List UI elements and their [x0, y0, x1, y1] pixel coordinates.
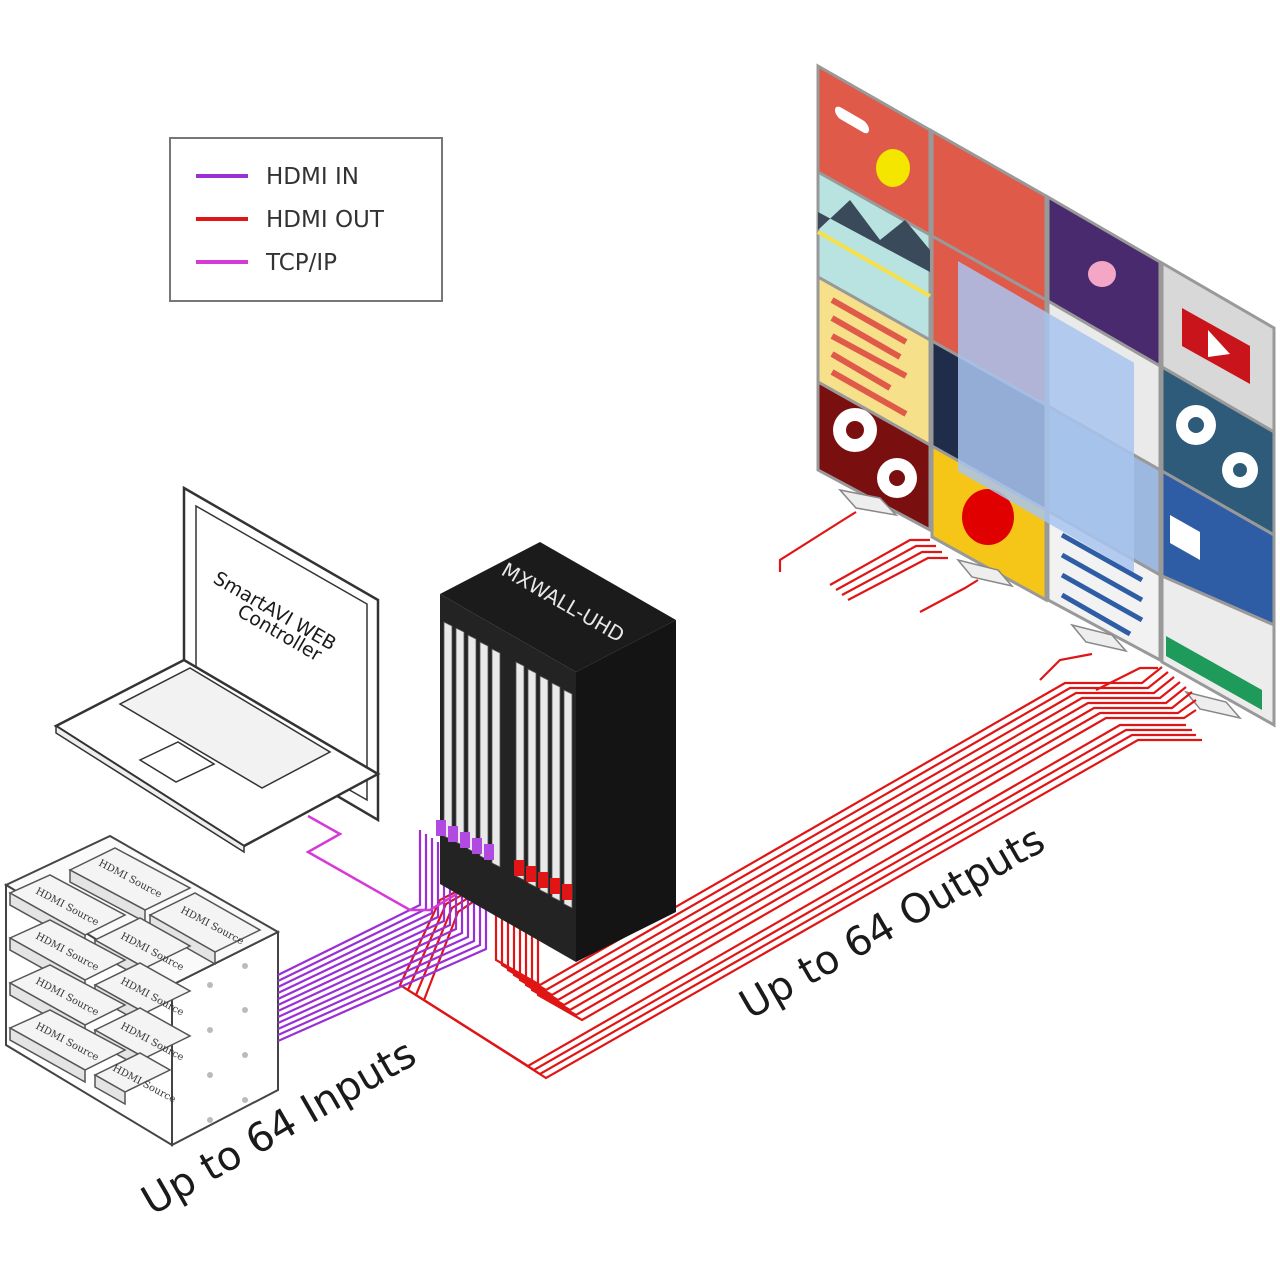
- monitor-stand-3: [1069, 623, 1129, 653]
- youtube-icon: [1182, 308, 1250, 384]
- hdmi-out-cables: [398, 511, 1202, 1080]
- mxwall-uhd-device: MXWALL-UHD: [436, 542, 676, 962]
- wall-image-record-dot: [962, 489, 1014, 545]
- wall-image-sun: [876, 149, 910, 187]
- hdmi-source-box: HDMI Source: [8, 1009, 127, 1084]
- wall-image-glow: [1088, 261, 1116, 287]
- device-side: [576, 620, 676, 962]
- monitor-stand-1: [837, 488, 899, 517]
- laptop: SmartAVI WEB Controller: [53, 485, 381, 854]
- legend-label-hdmi-in: HDMI IN: [266, 164, 359, 190]
- monitor-stand-4: [1183, 690, 1243, 720]
- laptop-keyboard: [118, 667, 332, 789]
- wall-image-web-page: [1166, 515, 1262, 710]
- legend-label-hdmi-out: HDMI OUT: [266, 207, 385, 233]
- wall-image-stripe: [817, 230, 931, 298]
- laptop-touchpad: [138, 741, 216, 783]
- hdmi-source-rack: HDMI Source HDMI Source HDMI Source HDMI…: [3, 834, 281, 1147]
- device-io-cards: [443, 621, 573, 909]
- gear-icon: [833, 408, 917, 498]
- video-wall: [816, 63, 1276, 728]
- legend-label-tcp-ip: TCP/IP: [265, 250, 337, 276]
- gear-icon-blue: [1176, 405, 1258, 488]
- overlay-window: [958, 261, 1134, 573]
- wall-image-text-lines: [830, 297, 908, 417]
- hdmi-in-connectors: [436, 820, 494, 860]
- device-top: [440, 542, 676, 672]
- legend: HDMI IN HDMI OUT TCP/IP: [169, 137, 443, 302]
- hdmi-out-connectors: [514, 860, 572, 900]
- outputs-caption: Up to 64 Outputs: [732, 817, 1053, 1029]
- wall-image-mountains: [818, 200, 930, 272]
- wall-image-blue-text: [1060, 532, 1144, 637]
- monitor-stand-2: [955, 558, 1015, 588]
- laptop-base-edge: [55, 724, 245, 854]
- hdmi-source-box: HDMI Source: [148, 892, 262, 966]
- wall-image-pill: [835, 106, 869, 134]
- hdmi-source-box: HDMI Source: [68, 847, 192, 924]
